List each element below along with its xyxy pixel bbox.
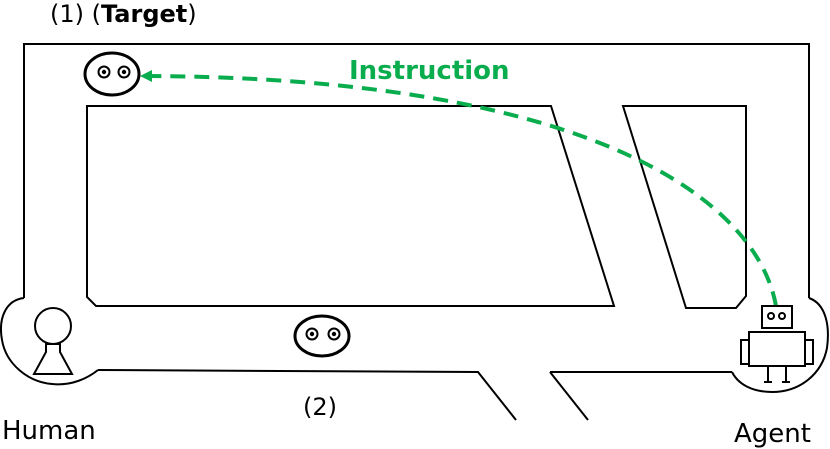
target-open-paren: ( [92, 0, 101, 28]
agent-alcove-wall [731, 297, 829, 394]
outer-wall [23, 43, 810, 298]
agent-label: Agent [734, 419, 811, 449]
instruction-arrow-path [147, 74, 778, 307]
agent-robot-icon [740, 305, 814, 383]
target-label: (1) (Target) [50, 0, 197, 28]
central-room-block [86, 105, 616, 307]
human-label: Human [2, 416, 96, 446]
human-alcove-wall [0, 297, 99, 386]
target-robot-face-icon [83, 51, 141, 97]
human-person-icon [32, 307, 74, 375]
right-room-block [621, 105, 747, 309]
instruction-arrowhead [140, 70, 152, 82]
target-close-paren: ) [187, 0, 196, 28]
target-number: (1) [50, 0, 84, 28]
instruction-label: Instruction [349, 56, 510, 86]
bottom-wall-right [549, 371, 732, 421]
second-robot-face-icon [293, 314, 351, 358]
bottom-wall-left [97, 369, 517, 421]
second-robot-label: (2) [303, 393, 337, 421]
target-word: Target [101, 0, 187, 28]
